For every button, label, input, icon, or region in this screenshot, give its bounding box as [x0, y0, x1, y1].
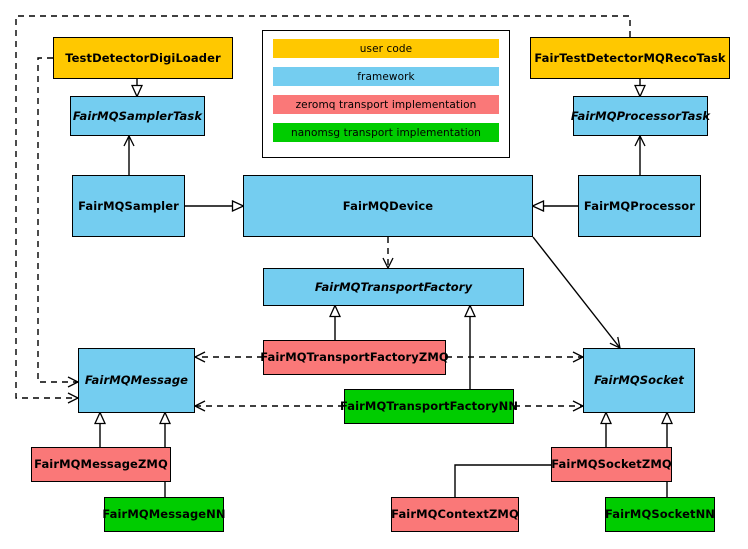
legend-item-zeromq: zeromq transport implementation — [273, 95, 499, 114]
class-box-fairmqsocket[interactable]: FairMQSocket — [583, 348, 695, 413]
class-box-fairmqsamplertask[interactable]: FairMQSamplerTask — [70, 96, 205, 136]
class-box-fairmqmessagenn[interactable]: FairMQMessageNN — [102, 497, 226, 532]
class-box-fairtestdetectormqrecotask[interactable]: FairTestDetectorMQRecoTask — [530, 37, 730, 79]
class-box-fairmqprocessortask[interactable]: FairMQProcessorTask — [571, 96, 710, 136]
legend-item-user-code: user code — [273, 39, 499, 58]
class-box-fairmqsocketnn[interactable]: FairMQSocketNN — [605, 497, 715, 532]
class-box-fairmqprocessor[interactable]: FairMQProcessor — [578, 175, 701, 237]
edge-contextzmq-socketzmq — [454, 459, 568, 497]
class-box-testdetectordigiloader[interactable]: TestDetectorDigiLoader — [53, 37, 233, 79]
edge-device-socket — [532, 236, 621, 350]
legend-panel: user code framework zeromq transport imp… — [262, 30, 510, 158]
class-box-fairmqtransportfactoryzmq[interactable]: FairMQTransportFactoryZMQ — [260, 340, 449, 375]
class-box-fairmqmessagezmq[interactable]: FairMQMessageZMQ — [31, 447, 171, 482]
class-box-fairmqdevice[interactable]: FairMQDevice — [243, 175, 533, 237]
legend-item-nanomsg: nanomsg transport implementation — [273, 123, 499, 142]
class-box-fairmqcontextzmq[interactable]: FairMQContextZMQ — [391, 497, 519, 532]
legend-item-framework: framework — [273, 67, 499, 86]
class-box-fairmqtransportfactorynn[interactable]: FairMQTransportFactoryNN — [340, 389, 518, 424]
class-box-fairmqsocketzmq[interactable]: FairMQSocketZMQ — [551, 447, 672, 482]
class-box-fairmqmessage[interactable]: FairMQMessage — [78, 348, 195, 413]
class-box-fairmqsampler[interactable]: FairMQSampler — [72, 175, 185, 237]
class-box-fairmqtransportfactory[interactable]: FairMQTransportFactory — [263, 268, 524, 306]
